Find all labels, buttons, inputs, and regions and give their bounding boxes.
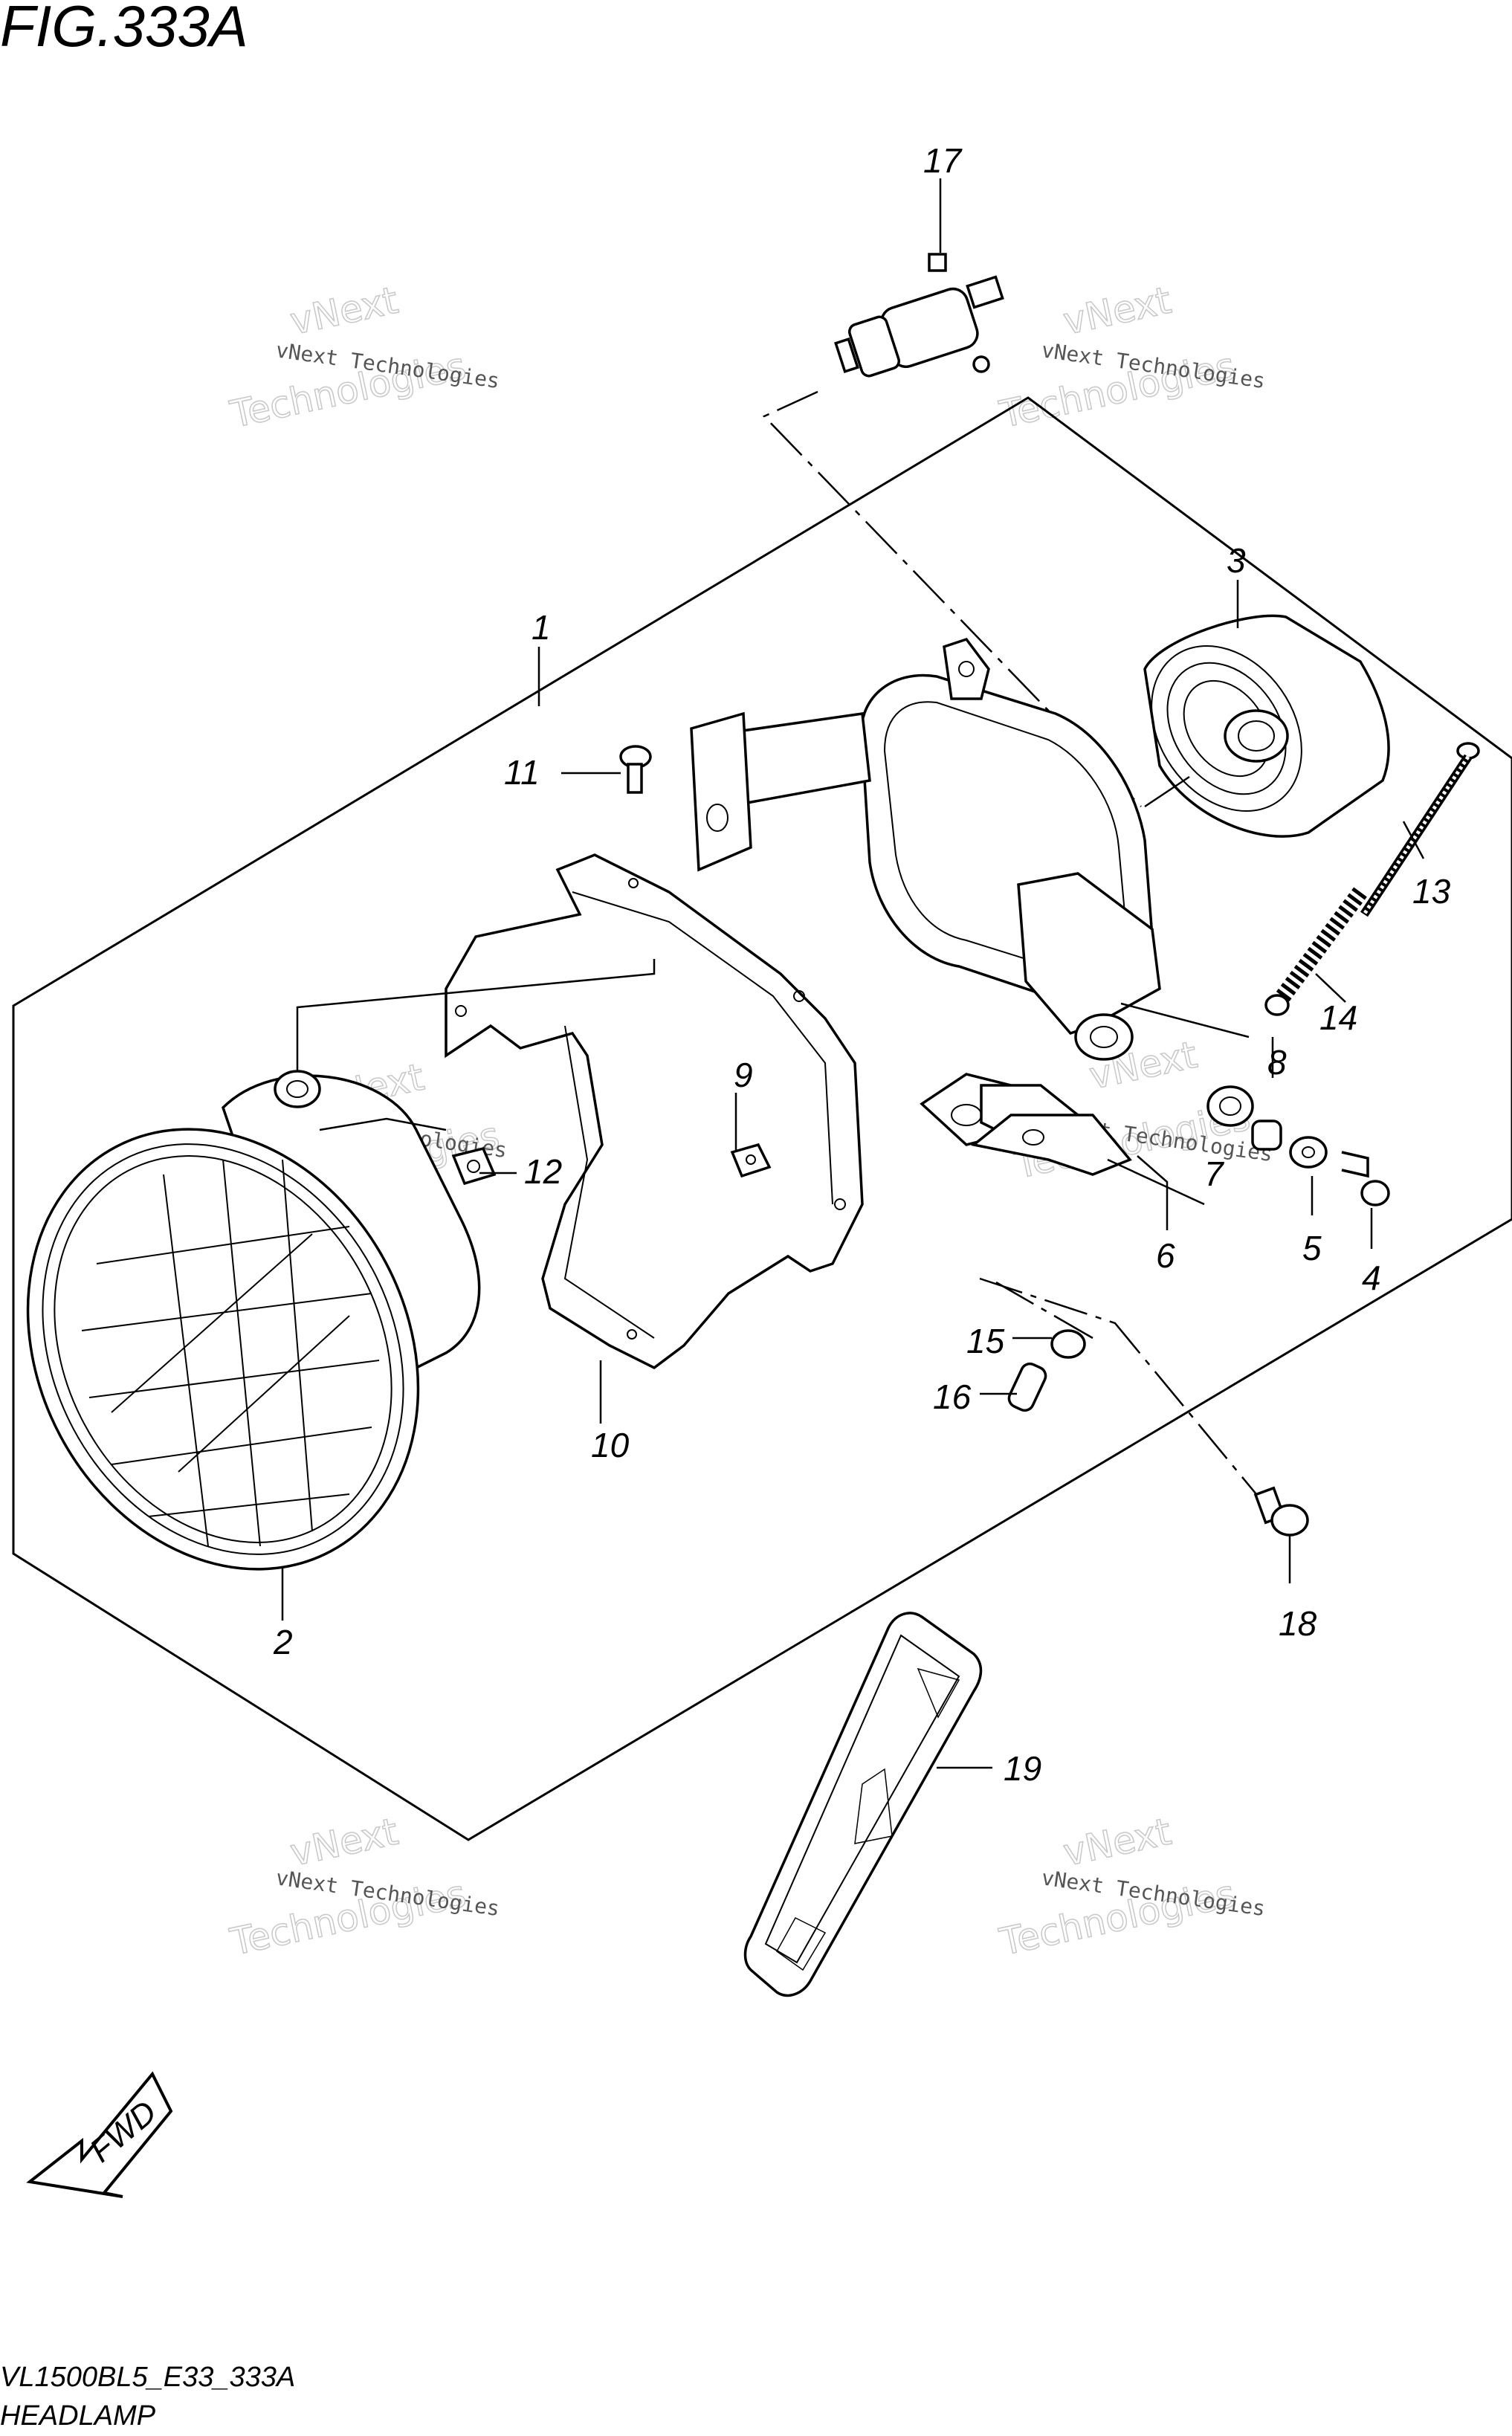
headlamp-case-part-3 bbox=[1143, 614, 1390, 838]
callout-17: 17 bbox=[923, 141, 963, 180]
callout-10: 10 bbox=[591, 1426, 630, 1464]
model-code: VL1500BL5_E33_333A bbox=[0, 2362, 295, 2393]
watermark-top-left: vNext Technologies vNext Technologies bbox=[226, 278, 501, 437]
callouts: 17 1 3 11 9 12 10 2 13 14 8 7 6 5 4 15 1… bbox=[273, 141, 1451, 1788]
callout-18: 18 bbox=[1279, 1604, 1317, 1643]
callout-12: 12 bbox=[524, 1152, 562, 1191]
callout-4: 4 bbox=[1362, 1259, 1381, 1297]
grommet-part-8 bbox=[1206, 1085, 1282, 1151]
collar-part-16 bbox=[1007, 1362, 1047, 1412]
svg-text:vNext: vNext bbox=[286, 1810, 401, 1875]
callout-3: 3 bbox=[1227, 541, 1246, 580]
callout-2: 2 bbox=[273, 1623, 293, 1661]
screw-part-11 bbox=[619, 745, 652, 794]
callout-13: 13 bbox=[1412, 872, 1451, 911]
figure-name: HEADLAMP bbox=[0, 2400, 156, 2432]
callout-11: 11 bbox=[504, 753, 540, 792]
assembly-boundary-outline bbox=[12, 396, 1512, 1841]
dash-dot-leaders bbox=[762, 390, 1257, 1495]
cushion-part-15 bbox=[1050, 1329, 1086, 1359]
watermark-top-right: vNext Technologies vNext Technologies bbox=[995, 278, 1267, 437]
adjuster-parts-6-7 bbox=[970, 1114, 1132, 1176]
reflector-part-19 bbox=[743, 1612, 983, 1997]
pad-part-9 bbox=[730, 1143, 772, 1178]
bulb-part-17 bbox=[834, 253, 1004, 378]
svg-text:vNext: vNext bbox=[1059, 1810, 1175, 1875]
callout-1: 1 bbox=[532, 608, 551, 647]
callout-5: 5 bbox=[1302, 1229, 1322, 1267]
callout-6: 6 bbox=[1156, 1236, 1175, 1275]
callout-16: 16 bbox=[933, 1377, 972, 1416]
spring-part-14 bbox=[1264, 887, 1367, 1016]
bracket-part-10 bbox=[445, 853, 864, 1370]
callout-7: 7 bbox=[1204, 1154, 1224, 1193]
figure-title: FIG.333A bbox=[0, 0, 248, 59]
callout-9: 9 bbox=[734, 1056, 753, 1094]
svg-text:vNext: vNext bbox=[1059, 279, 1175, 343]
watermark-bottom-left: vNext Technologies vNext Technologies bbox=[226, 1809, 501, 1965]
long-screw-part-13 bbox=[1360, 742, 1480, 917]
svg-text:vNext: vNext bbox=[286, 279, 401, 343]
screw-part-4 bbox=[1341, 1151, 1390, 1206]
leader-lines bbox=[281, 178, 1425, 1769]
nut-part-12 bbox=[451, 1146, 497, 1186]
callout-15: 15 bbox=[966, 1322, 1005, 1360]
callout-14: 14 bbox=[1319, 998, 1357, 1037]
headlamp-unit-part-2 bbox=[26, 1070, 481, 1571]
callout-19: 19 bbox=[1004, 1749, 1041, 1788]
fwd-arrow-icon: FWD bbox=[26, 2071, 173, 2198]
washer-part-5 bbox=[1289, 1136, 1328, 1169]
bolt-part-18 bbox=[1253, 1486, 1309, 1537]
watermark-bottom-right: vNext Technologies vNext Technologies bbox=[995, 1809, 1267, 1965]
callout-8: 8 bbox=[1267, 1043, 1287, 1082]
